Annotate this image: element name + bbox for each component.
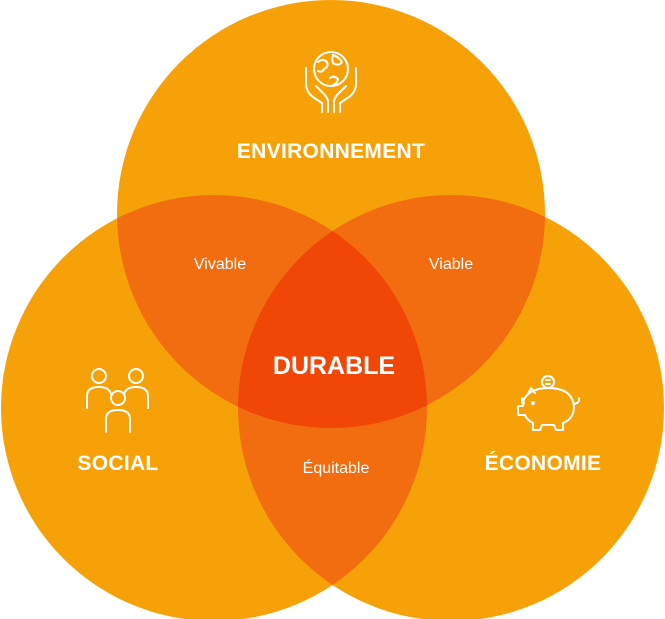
durable-label: DURABLE bbox=[273, 352, 395, 380]
economy-label: ÉCONOMIE bbox=[485, 452, 602, 475]
social-label: SOCIAL bbox=[77, 452, 158, 475]
center-overlap bbox=[238, 195, 427, 428]
viable-label: Viable bbox=[429, 256, 473, 273]
hands-globe-icon bbox=[305, 51, 357, 113]
piggy-bank-icon bbox=[517, 375, 581, 431]
vivable-label: Vivable bbox=[194, 256, 246, 273]
equitable-label: Équitable bbox=[303, 458, 370, 477]
people-group-icon bbox=[86, 368, 149, 433]
environment-label: ENVIRONNEMENT bbox=[237, 140, 425, 163]
